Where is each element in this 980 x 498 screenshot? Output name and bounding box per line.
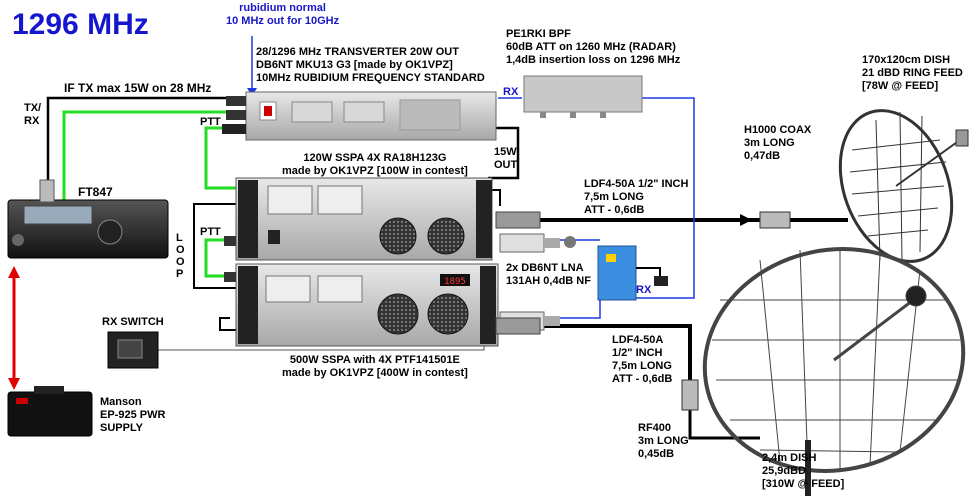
relay-top: [495, 211, 541, 229]
bpf-unit: [523, 75, 643, 118]
ft847-radio: [7, 179, 169, 259]
ldf-bottom-cable: [540, 324, 692, 380]
rx-mid-label: RX: [636, 284, 652, 296]
lna-unit-top: [499, 233, 576, 253]
h1000-connector: [759, 211, 791, 229]
transverter-unit: [222, 91, 497, 141]
out-15w-cable: [488, 126, 520, 180]
rx-switch-box: [107, 331, 159, 369]
sspa-500w-unit: 1895: [224, 263, 499, 347]
tx-rx-label: TX/RX: [24, 102, 42, 127]
relay-bottom: [495, 317, 541, 335]
big-mesh-dish: [702, 247, 966, 496]
page-title: 1296 MHz: [12, 8, 149, 41]
loop-cable: [193, 203, 236, 289]
meter-display: 1895: [444, 277, 466, 287]
ptt-cable-1: [204, 126, 236, 190]
rx-top-label: RX: [503, 86, 519, 98]
tx-rx-cable: [62, 110, 238, 200]
if-tx-label: IF TX max 15W on 28 MHz: [64, 81, 212, 95]
ptt-cable-2: [204, 238, 236, 278]
power-supply-box: [7, 386, 93, 437]
ptt-label-2: PTT: [200, 226, 221, 238]
rx-switch-label: RX SWITCH: [102, 316, 164, 328]
rx-blue-cable: [612, 97, 695, 299]
small-grid-dish: [838, 109, 969, 263]
radio-label: FT847: [78, 185, 113, 199]
if-tx-cable: [46, 96, 238, 186]
rf400-connector: [681, 379, 699, 411]
sspa-120w-unit: [224, 177, 493, 261]
ptt-label-1: PTT: [200, 116, 221, 128]
sequencer-unit: [597, 245, 668, 301]
